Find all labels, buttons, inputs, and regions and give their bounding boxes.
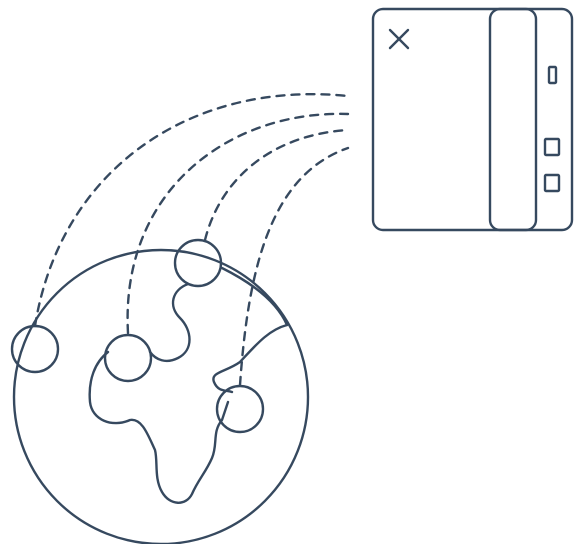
location-node-icon [173,238,223,288]
location-node-icon [10,324,60,374]
landmass-shape [148,282,191,363]
continent-shape [88,350,230,504]
close-icon [388,28,410,50]
location-node-icon [215,384,265,434]
port-icon [543,137,561,157]
connection-line [203,128,350,242]
connection-line [126,112,350,335]
globe-icon [12,248,310,544]
port-icon [547,65,558,85]
connection-line [238,146,350,387]
connection-line [33,93,350,328]
location-node-icon [103,333,153,383]
device-back-panel [488,7,574,232]
connection-lines [33,93,350,387]
port-icon [543,173,561,193]
globe-outline [12,248,310,544]
coastline-shape [212,323,289,394]
location-nodes [10,238,265,434]
device-icon [371,7,574,232]
landmass-edge [220,266,289,327]
device-front-panel [371,7,538,232]
